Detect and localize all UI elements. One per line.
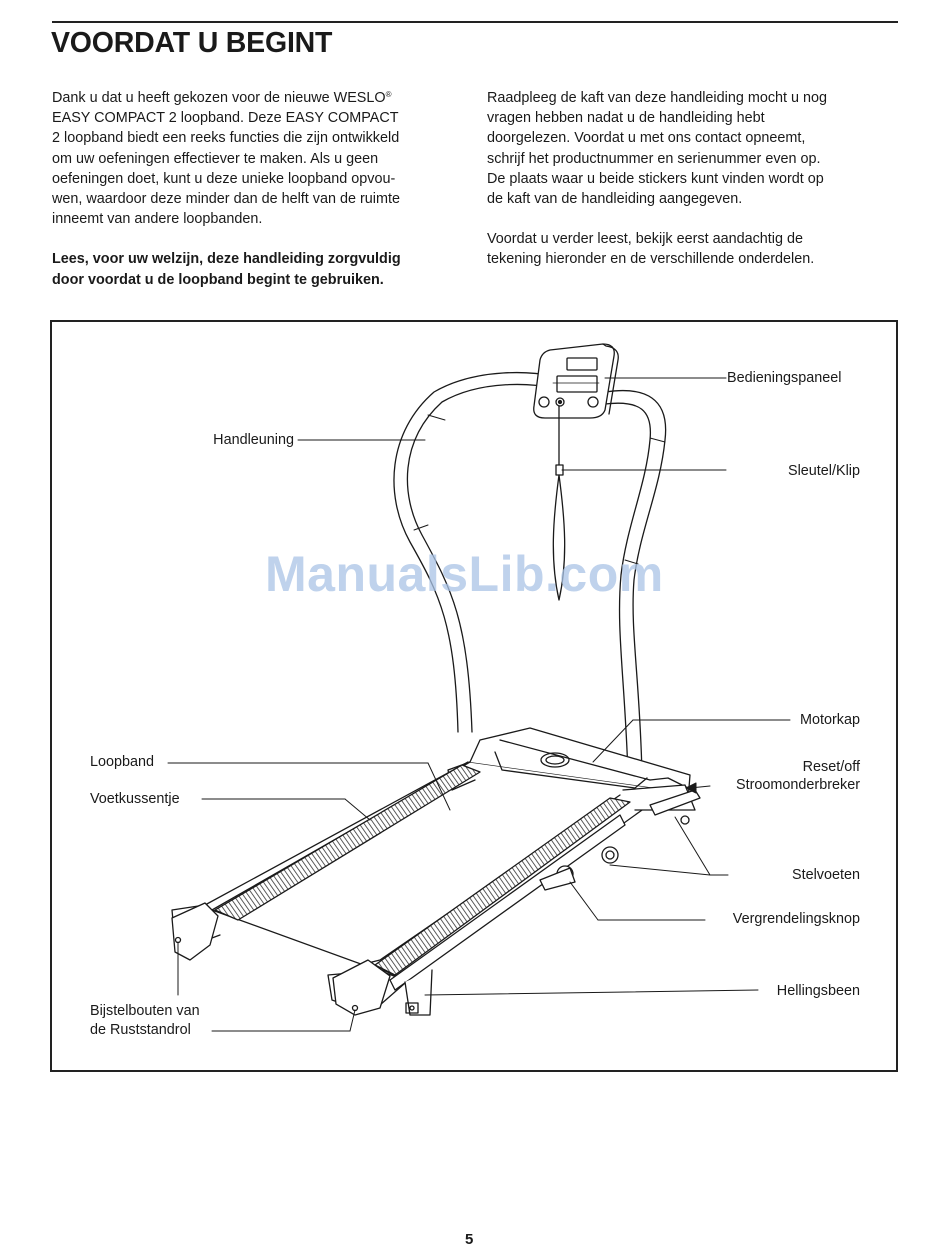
treadmill-base xyxy=(171,727,696,1011)
text-line: 2 loopband biedt een reeks functies die … xyxy=(52,130,400,147)
label-sleutel-klip: Sleutel/Klip xyxy=(788,463,860,479)
page-title: VOORDAT U BEGINT xyxy=(51,27,333,59)
text-line: om uw oefeningen effectiever te maken. A… xyxy=(52,150,379,167)
text-line: EASY COMPACT 2 loopband. Deze EASY COMPA… xyxy=(52,110,399,127)
label-handleuning: Handleuning xyxy=(213,432,294,448)
text-line: schrijf het productnummer en serienummer… xyxy=(487,150,821,167)
text-line: oefeningen doet, kunt u deze unieke loop… xyxy=(52,170,396,187)
text-line: de kaft van de handleiding aangegeven. xyxy=(487,191,743,208)
label-loopband: Loopband xyxy=(90,754,155,770)
intro-paragraph-1: Dank u dat u heeft gekozen voor de nieuw… xyxy=(52,88,472,229)
intro-paragraph-4: Voordat u verder leest, bekijk eerst aan… xyxy=(487,229,907,269)
intro-warning-paragraph: Lees, voor uw welzijn, deze handleiding … xyxy=(52,249,472,289)
diagram-frame xyxy=(50,320,898,1072)
intro-paragraph-3: Raadpleeg de kaft van deze handleiding m… xyxy=(487,88,907,209)
text-line: De plaats waar u beide stickers kunt vin… xyxy=(487,170,824,187)
page-number: 5 xyxy=(465,1231,474,1248)
text-line: Dank u dat u heeft gekozen voor de nieuw… xyxy=(52,90,392,106)
label-hellingsbeen: Hellingsbeen xyxy=(776,983,860,999)
label-stelvoeten: Stelvoeten xyxy=(791,867,860,883)
text-line: Raadpleeg de kaft van deze handleiding m… xyxy=(487,90,828,106)
leader-lines xyxy=(167,377,791,1032)
label-reset-off: Reset/off xyxy=(802,759,860,775)
top-rule xyxy=(52,21,898,23)
text-line: doorgelezen. Voordat u met ons contact o… xyxy=(487,130,806,147)
label-bijstelbouten-line1: Bijstelbouten van xyxy=(90,1003,200,1019)
label-bedieningspaneel: Bedieningspaneel xyxy=(727,370,842,386)
label-voetkussentje: Voetkussentje xyxy=(90,791,180,807)
label-bijstelbouten-line2: de Ruststandrol xyxy=(90,1022,191,1038)
label-motorkap: Motorkap xyxy=(800,712,860,728)
handrail xyxy=(393,371,667,776)
text-line: wen, waardoor deze minder dan de helft v… xyxy=(52,191,400,208)
console xyxy=(533,343,619,419)
text-line: tekening hieronder en de verschillende o… xyxy=(487,251,815,268)
text-line: Lees, voor uw welzijn, deze handleiding … xyxy=(52,251,401,268)
watermark: ManualsLib.com xyxy=(265,546,664,602)
intro-left-column: Dank u dat u heeft gekozen voor de nieuw… xyxy=(52,88,472,290)
text-line: Voordat u verder leest, bekijk eerst aan… xyxy=(487,231,803,248)
text-line: inneemt van andere loopbanden. xyxy=(52,211,263,228)
intro-right-column: Raadpleeg de kaft van deze handleiding m… xyxy=(487,88,907,270)
registered-mark: ® xyxy=(385,90,392,99)
treadmill-diagram xyxy=(167,343,791,1032)
end-caps xyxy=(171,902,391,1016)
frame-rails-and-leg xyxy=(389,789,701,1016)
text-line: door voordat u de loopband begint te geb… xyxy=(52,271,384,288)
label-vergrendelingsknop: Vergrendelingsknop xyxy=(732,911,860,927)
text-line: vragen hebben nadat u de handleiding heb… xyxy=(487,110,765,127)
label-stroomonderbreker: Stroomonderbreker xyxy=(736,777,860,793)
belt-and-rails xyxy=(214,764,631,976)
